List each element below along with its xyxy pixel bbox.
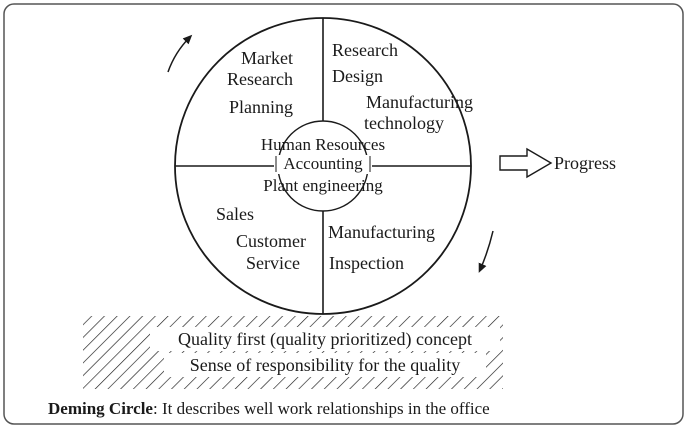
label-research-tr: Research [332, 40, 398, 60]
label-market: Market [241, 48, 293, 68]
label-service: Service [246, 253, 300, 273]
label-technology: technology [364, 113, 444, 133]
label-sales: Sales [216, 204, 254, 224]
label-planning: Planning [229, 97, 293, 117]
rotation-arrow-bottom-icon [478, 230, 494, 273]
center-labels: Human Resources Accounting Plant enginee… [261, 135, 385, 195]
outer-frame [3, 3, 684, 425]
ground-line-2: Sense of responsibility for the quality [190, 355, 460, 375]
ground-text-backing-2 [164, 353, 486, 377]
label-manufacturing-br: Manufacturing [328, 222, 435, 242]
ground-line-1: Quality first (quality prioritized) conc… [178, 329, 472, 350]
ground-hatch [83, 316, 503, 389]
quadrant-top-right: Research Design Manufacturing technology [332, 40, 473, 133]
label-inspection: Inspection [329, 253, 404, 273]
center-accounting-backing [274, 155, 372, 174]
label-manufacturing-tr: Manufacturing [366, 92, 473, 112]
caption-bold: Deming Circle [48, 399, 153, 418]
quadrant-bottom-right: Manufacturing Inspection [328, 222, 435, 273]
caption: Deming Circle: It describes well work re… [48, 399, 490, 418]
label-research-tl: Research [227, 69, 293, 89]
rotation-arrow-top-icon [167, 34, 193, 73]
center-plant-engineering: Plant engineering [263, 176, 383, 195]
quadrant-bottom-left: Sales Customer Service [216, 204, 306, 273]
progress-arrow-icon [499, 147, 553, 179]
progress-label: Progress [554, 153, 616, 173]
quadrant-top-left: Market Research Planning [227, 48, 293, 117]
label-customer: Customer [236, 231, 306, 251]
ground-text-backing-1 [150, 327, 500, 351]
ground-block: Quality first (quality prioritized) conc… [83, 316, 503, 389]
center-human-resources: Human Resources [261, 135, 385, 154]
center-accounting: Accounting [283, 154, 363, 173]
progress-indicator: Progress [499, 147, 616, 179]
caption-rest: : It describes well work relationships i… [153, 399, 490, 418]
label-design: Design [332, 66, 383, 86]
